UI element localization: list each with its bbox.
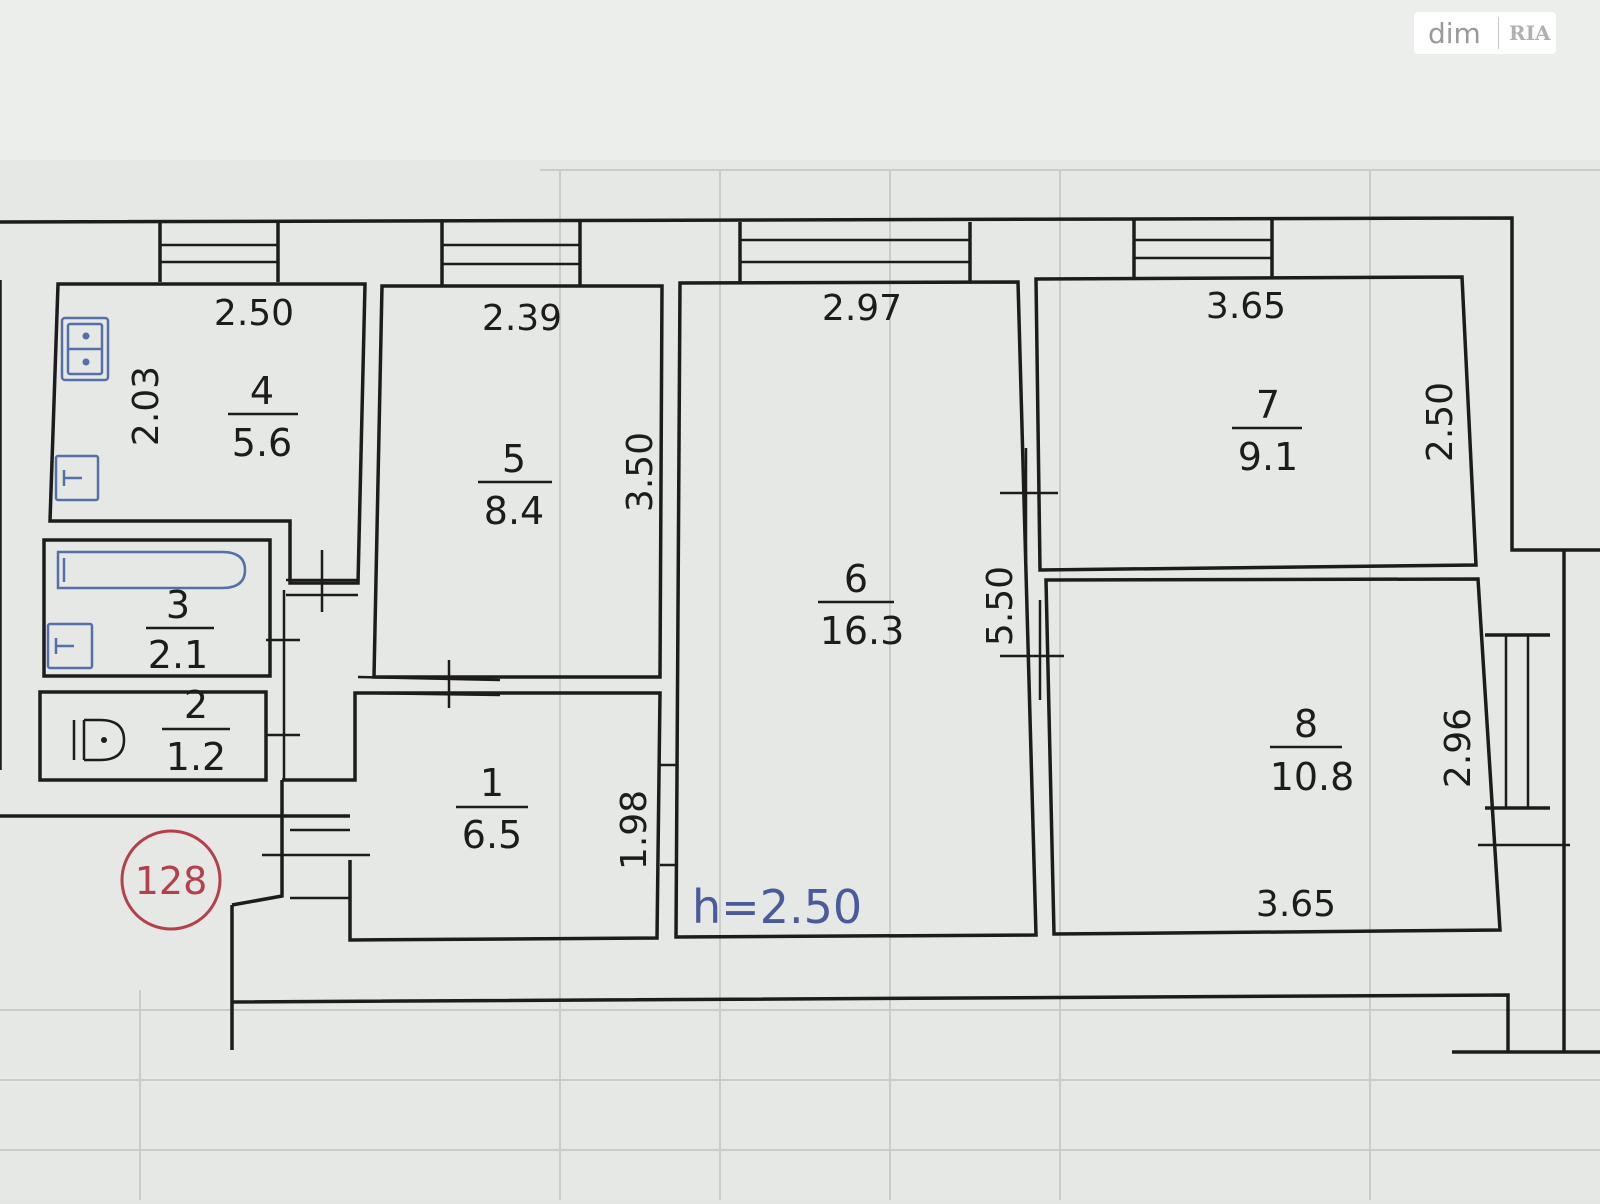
- room-number: 4: [250, 369, 274, 413]
- room-1-outline: [282, 691, 662, 942]
- bath-sink-icon: [46, 622, 94, 670]
- room-6-outline: [674, 280, 1038, 939]
- room-area: 10.8: [1270, 755, 1355, 799]
- dim-room4-depth: 2.03: [126, 366, 167, 446]
- paper-top: [0, 0, 1600, 160]
- room-5-outline: [372, 284, 664, 679]
- room-number: 1: [480, 761, 504, 805]
- dim-room6-width: 2.97: [822, 288, 902, 329]
- room-label-1: 1 6.5: [456, 761, 528, 857]
- room-label-3: 3 2.1: [146, 583, 214, 677]
- doors: [262, 448, 1570, 900]
- dim-room8-width: 3.65: [1256, 884, 1336, 925]
- room-area: 2.1: [148, 633, 208, 677]
- room-area: 16.3: [820, 609, 905, 653]
- ria-logo: RIA: [1509, 21, 1551, 45]
- sink-icon: [60, 316, 110, 382]
- room-number: 8: [1294, 702, 1318, 746]
- dim-room7-width: 3.65: [1206, 286, 1286, 327]
- toilet-icon: [72, 718, 126, 762]
- room-label-8: 8 10.8: [1270, 702, 1355, 799]
- dim-room4-width: 2.50: [214, 293, 294, 334]
- window-5: [1485, 633, 1550, 810]
- dim-room6-depth: 5.50: [980, 566, 1021, 646]
- room-area: 9.1: [1238, 435, 1298, 479]
- dimension-labels: 2.50 2.03 2.39 3.50 2.97 5.50 3.65 2.50 …: [126, 286, 1479, 925]
- outer-walls: [0, 216, 1600, 1054]
- window-3: [738, 222, 972, 282]
- faint-table-lines: [0, 169, 1600, 1200]
- dim-ria-watermark: dim RIA: [1414, 12, 1556, 54]
- room-4-outline: [48, 282, 367, 585]
- room-label-7: 7 9.1: [1232, 383, 1302, 479]
- room-label-4: 4 5.6: [228, 369, 298, 465]
- apartment-stamp: 128: [120, 829, 222, 931]
- window-1: [158, 222, 280, 282]
- room-area: 8.4: [484, 489, 544, 533]
- room-7-outline: [1034, 275, 1478, 572]
- room-number: 2: [184, 683, 208, 727]
- entrance-wall: [231, 780, 284, 907]
- dim-room5-depth: 3.50: [620, 432, 661, 512]
- room-8-outline: [1044, 577, 1502, 936]
- room-3-outline: [42, 538, 272, 678]
- stove-icon: [54, 454, 100, 502]
- room-area: 1.2: [166, 735, 226, 779]
- stamp-number: 128: [135, 859, 208, 903]
- room-number: 3: [166, 583, 190, 627]
- windows: [158, 220, 1550, 810]
- bathtub-icon: [56, 550, 247, 590]
- ceiling-height-label: h=2.50: [692, 880, 862, 934]
- room-number: 7: [1256, 383, 1280, 427]
- room-area: 6.5: [462, 813, 522, 857]
- dim-room8-depth: 2.96: [1438, 708, 1479, 788]
- dim-room1-depth: 1.98: [614, 790, 655, 870]
- room-area: 5.6: [232, 421, 292, 465]
- window-2: [440, 222, 582, 285]
- watermark-text: dim: [1428, 16, 1481, 50]
- room-number: 5: [502, 437, 526, 481]
- dim-room5-width: 2.39: [482, 298, 562, 339]
- dim-room7-depth: 2.50: [1420, 382, 1461, 462]
- room-label-6: 6 16.3: [818, 557, 904, 653]
- room-number: 6: [844, 557, 868, 601]
- room-label-2: 2 1.2: [162, 683, 230, 779]
- window-4: [1132, 220, 1274, 278]
- room-label-5: 5 8.4: [478, 437, 552, 533]
- watermark-separator: [1498, 17, 1499, 49]
